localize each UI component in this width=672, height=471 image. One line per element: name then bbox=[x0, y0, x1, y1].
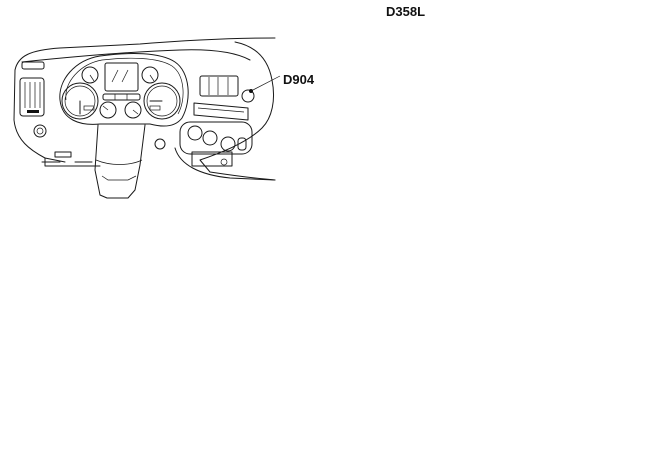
steering-column bbox=[94, 124, 146, 199]
climate-control-panel bbox=[179, 121, 253, 155]
cluster-display bbox=[104, 62, 139, 92]
small-gauge bbox=[124, 101, 142, 119]
left-vent bbox=[19, 77, 45, 117]
dashboard-outline bbox=[14, 37, 276, 181]
d904-label: D904 bbox=[283, 72, 315, 87]
light-switch-knob bbox=[33, 124, 47, 138]
small-gauge bbox=[81, 66, 99, 84]
switch-panel bbox=[199, 75, 239, 97]
tachometer-gauge bbox=[143, 82, 181, 120]
d904-connector-switch bbox=[241, 89, 255, 103]
dashboard-detail-view bbox=[13, 37, 276, 199]
small-gauge bbox=[141, 66, 159, 84]
speedometer-gauge bbox=[61, 82, 99, 120]
instrument-cluster-bezel bbox=[59, 53, 189, 127]
small-gauge bbox=[99, 101, 117, 119]
d904-leader-line bbox=[250, 75, 281, 92]
d358l-label: D358L bbox=[386, 4, 426, 19]
